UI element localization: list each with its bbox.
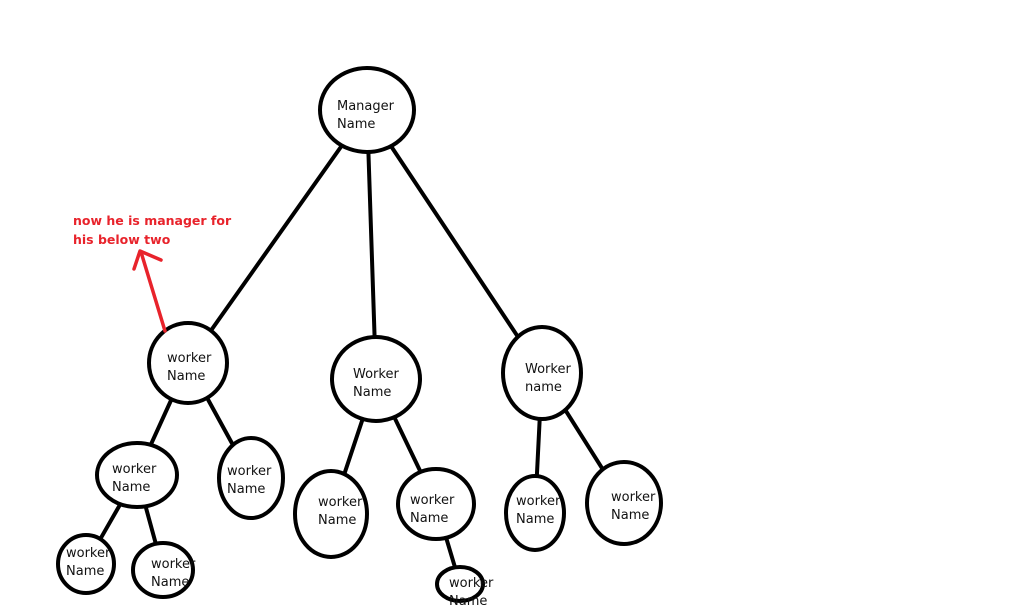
node-label-line: Name (516, 512, 554, 527)
node-label-line: Name (318, 513, 356, 528)
edge-manager-to-w-left (208, 143, 344, 333)
annotation-line-2: his below two (73, 232, 171, 247)
edges-layer (98, 143, 605, 570)
node-ellipse (585, 460, 663, 546)
node-label-line: Name (167, 369, 205, 384)
node-label-line: Name (66, 564, 104, 579)
node-ellipse (293, 469, 369, 559)
node-label: Worker name (525, 362, 571, 395)
edge-w-right-to-w-right-left (534, 416, 542, 479)
node-ellipse (95, 441, 179, 509)
annotation-line-1: now he is manager for (73, 213, 232, 228)
edge-w-right-to-w-right-right (563, 407, 605, 472)
node-label-line: Name (611, 508, 649, 523)
annotation-note: now he is manager for his below two (73, 213, 235, 333)
edge-manager-to-w-middle (366, 149, 377, 340)
node-ellipse (217, 436, 285, 520)
node-label-line: worker (167, 351, 212, 366)
edge-w-middle-right-to-w-middle-right-a (444, 535, 458, 570)
node-label-line: worker (112, 462, 157, 477)
node-label-line: Manager (337, 99, 395, 114)
node-label-line: Name (353, 385, 391, 400)
node-label-line: Name (449, 594, 487, 605)
annotation-arrow-head (132, 249, 163, 271)
node-label-line: worker (66, 546, 111, 561)
node-ellipse (435, 565, 485, 603)
node-w-right: Worker name (501, 325, 583, 421)
node-label-line: Name (337, 117, 375, 132)
edge-manager-to-w-right (389, 144, 520, 339)
node-label-line: worker (449, 576, 494, 591)
node-label-line: Name (227, 482, 265, 497)
node-label-line: worker (410, 493, 455, 508)
node-label-line: Worker (353, 367, 399, 382)
node-ellipse (396, 467, 476, 541)
annotation-text: now he is manager for his below two (73, 213, 235, 247)
node-label-line: Name (151, 575, 189, 590)
node-ellipse (131, 541, 195, 599)
edge-w-middle-to-w-middle-right (392, 415, 423, 474)
node-label-line: worker (318, 495, 363, 510)
node-ellipse (147, 321, 229, 405)
node-label-line: worker (227, 464, 272, 479)
node-ellipse (501, 325, 583, 421)
node-label-line: Worker (525, 362, 571, 377)
annotation-arrow-shaft (139, 250, 167, 333)
node-label-line: name (525, 380, 562, 395)
node-ellipse (318, 66, 416, 154)
edge-w-left-to-w-left-right (205, 395, 235, 447)
node-ellipse (504, 474, 566, 552)
edge-w-left-left-to-w-left-left-a (98, 502, 123, 542)
node-label-line: worker (151, 557, 196, 572)
edge-w-middle-to-w-middle-left (342, 417, 365, 477)
node-label-line: worker (516, 494, 561, 509)
edge-w-left-left-to-w-left-left-b (143, 504, 158, 546)
node-label-line: worker (611, 490, 656, 505)
node-label-line: Name (410, 511, 448, 526)
node-ellipse (330, 335, 422, 423)
node-label-line: Name (112, 480, 150, 495)
node-ellipse (56, 533, 116, 595)
edge-w-left-to-w-left-left (148, 397, 174, 447)
